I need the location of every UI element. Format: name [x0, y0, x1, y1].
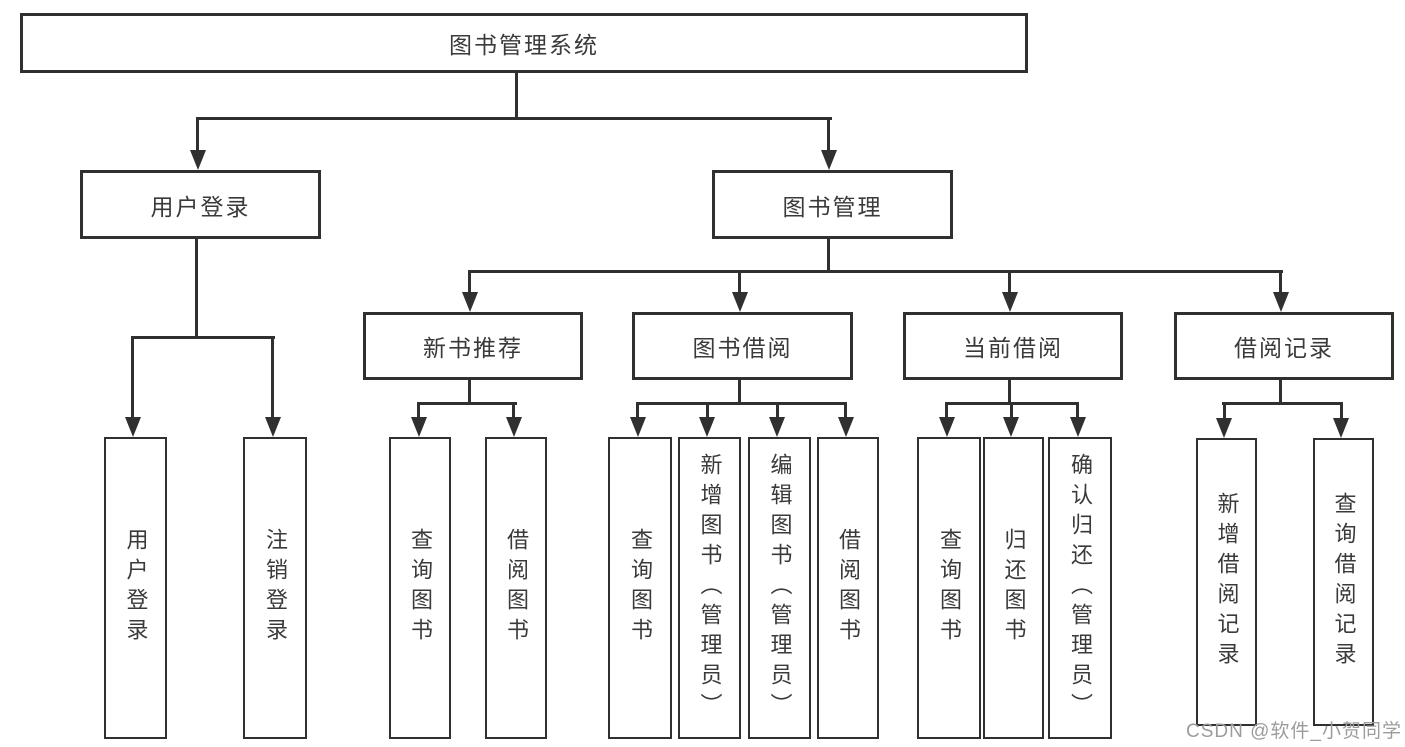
connector-line	[827, 231, 830, 273]
arrow-down-icon	[1273, 292, 1289, 312]
csdn-watermark: CSDN @软件_小贺同学	[1186, 721, 1402, 742]
connector-line	[636, 402, 847, 405]
connector-line	[1279, 270, 1282, 296]
connector-line	[1008, 372, 1011, 405]
leaf-query-books-borrow: 查询图书	[608, 437, 672, 739]
leaf-user-login: 用户登录	[104, 437, 167, 739]
arrow-down-icon	[732, 292, 748, 312]
connector-line	[844, 402, 847, 420]
node-new-book-recommend: 新书推荐	[363, 312, 583, 380]
arrow-down-icon	[630, 417, 646, 437]
arrow-down-icon	[1002, 292, 1018, 312]
connector-line	[945, 402, 948, 420]
connector-line	[776, 402, 779, 420]
connector-line	[636, 402, 639, 420]
arrow-down-icon	[1003, 417, 1019, 437]
leaf-label: 编辑图书（管理员）	[767, 453, 793, 723]
node-label: 借阅记录	[1234, 335, 1334, 361]
arrow-down-icon	[462, 292, 478, 312]
leaf-label: 新增图书（管理员）	[697, 453, 723, 723]
node-user-login: 用户登录	[80, 170, 321, 239]
connector-line	[512, 402, 515, 420]
node-book-management: 图书管理	[712, 170, 953, 239]
arrow-down-icon	[1333, 418, 1349, 438]
arrow-down-icon	[939, 417, 955, 437]
leaf-label: 查询借阅记录	[1331, 492, 1357, 672]
connector-line	[468, 372, 471, 405]
node-label: 图书借阅	[692, 335, 793, 361]
leaf-label: 归还图书	[1001, 528, 1027, 648]
connector-line	[1010, 402, 1013, 420]
connector-line	[131, 336, 275, 339]
connector-line	[1279, 372, 1282, 405]
leaf-logout: 注销登录	[243, 437, 307, 739]
connector-line	[738, 270, 741, 296]
arrow-down-icon	[190, 150, 206, 170]
leaf-edit-books-admin: 编辑图书（管理员）	[748, 437, 811, 739]
leaf-label: 借阅图书	[836, 528, 861, 648]
connector-line	[468, 270, 471, 296]
leaf-add-books-admin: 新增图书（管理员）	[678, 437, 741, 739]
arrow-down-icon	[1216, 418, 1232, 438]
leaf-query-books-current: 查询图书	[917, 437, 981, 739]
arrow-down-icon	[125, 417, 141, 437]
connector-line	[1223, 402, 1226, 420]
arrow-down-icon	[1070, 417, 1086, 437]
connector-line	[827, 117, 830, 153]
leaf-confirm-return-admin: 确认归还（管理员）	[1048, 437, 1112, 739]
leaf-label: 确认归还（管理员）	[1068, 453, 1093, 723]
leaf-label: 查询图书	[628, 528, 653, 648]
leaf-label: 注销登录	[263, 528, 288, 648]
arrow-down-icon	[769, 417, 785, 437]
connector-line	[515, 65, 518, 119]
connector-line	[271, 336, 274, 420]
arrow-down-icon	[821, 150, 837, 170]
arrow-down-icon	[699, 417, 715, 437]
connector-line	[417, 402, 517, 405]
connector-line	[1340, 402, 1343, 420]
arrow-down-icon	[411, 417, 427, 437]
leaf-query-borrow-record: 查询借阅记录	[1313, 438, 1374, 726]
node-label: 图书管理系统	[449, 32, 599, 58]
arrow-down-icon	[265, 417, 281, 437]
leaf-query-books-recommend: 查询图书	[389, 437, 451, 739]
node-current-borrow: 当前借阅	[903, 312, 1123, 380]
connector-line	[1008, 270, 1011, 296]
leaf-label: 查询图书	[408, 528, 433, 648]
leaf-borrow-books-recommend: 借阅图书	[485, 437, 547, 739]
node-label: 图书管理	[782, 193, 883, 220]
leaf-label: 查询图书	[937, 528, 962, 648]
connector-line	[196, 117, 199, 153]
leaf-return-books: 归还图书	[983, 437, 1044, 739]
connector-line	[195, 231, 198, 339]
node-book-borrow: 图书借阅	[632, 312, 853, 380]
node-borrow-records: 借阅记录	[1174, 312, 1394, 380]
connector-line	[131, 336, 134, 420]
connector-line	[196, 117, 832, 120]
leaf-label: 用户登录	[123, 528, 149, 648]
node-label: 用户登录	[150, 193, 251, 220]
node-label: 当前借阅	[963, 335, 1063, 361]
leaf-add-borrow-record: 新增借阅记录	[1196, 438, 1257, 726]
connector-line	[417, 402, 420, 420]
arrow-down-icon	[506, 417, 522, 437]
node-root-library-system: 图书管理系统	[20, 13, 1028, 73]
arrow-down-icon	[838, 417, 854, 437]
leaf-label: 新增借阅记录	[1214, 492, 1240, 672]
connector-line	[1076, 402, 1079, 420]
connector-line	[1222, 402, 1342, 405]
leaf-borrow-books: 借阅图书	[817, 437, 879, 739]
connector-line	[706, 402, 709, 420]
leaf-label: 借阅图书	[504, 528, 529, 648]
connector-line	[468, 270, 1283, 273]
connector-line	[738, 372, 741, 405]
node-label: 新书推荐	[423, 335, 523, 361]
